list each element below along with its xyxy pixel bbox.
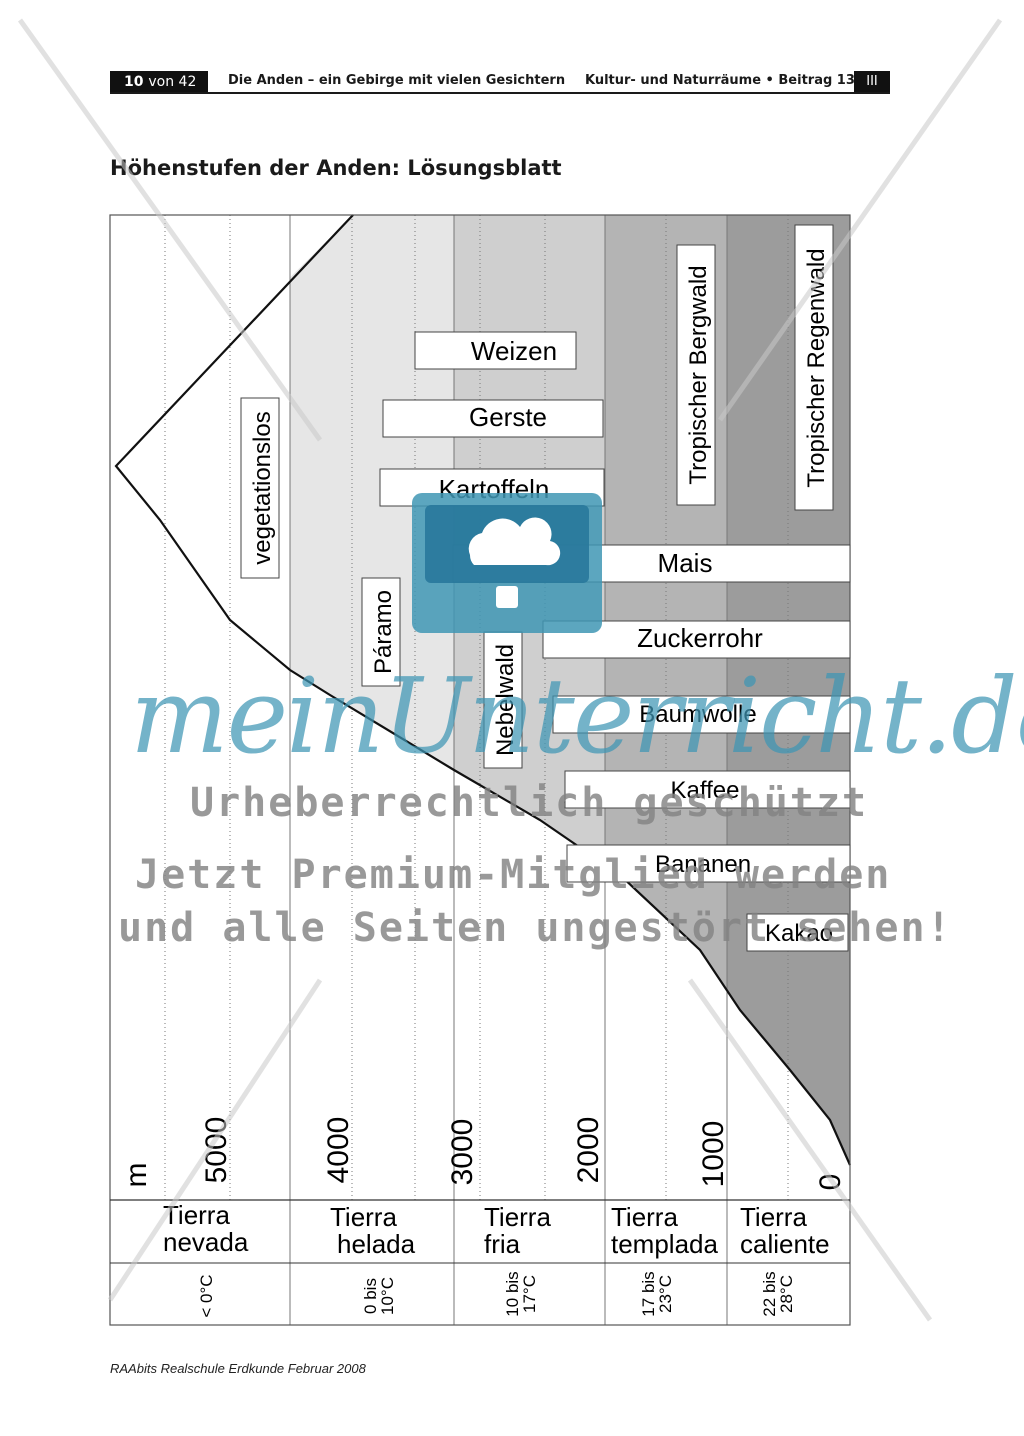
crop-bar-kaffee bbox=[564, 770, 851, 809]
crop-bar-bananen bbox=[566, 844, 851, 883]
temp-templada: 17 bis23°C bbox=[639, 1271, 675, 1316]
page-number-badge: 10 von 42 bbox=[110, 71, 208, 93]
zone-name-helada-l1: Tierra bbox=[330, 1202, 397, 1232]
zone-name-nevada-l2: nevada bbox=[163, 1227, 249, 1257]
mountain-profile-line bbox=[114, 214, 852, 1166]
label-box-paramo bbox=[361, 577, 401, 687]
temp-helada-l1: 0 bis bbox=[361, 1278, 380, 1314]
label-box-tropischer-bergwald bbox=[676, 244, 716, 506]
zone-name-fria-l2: fria bbox=[484, 1229, 521, 1259]
tick-4000: 4000 bbox=[322, 1117, 355, 1184]
temp-helada: 0 bis10°C bbox=[361, 1277, 397, 1315]
temp-templada-l2: 23°C bbox=[656, 1275, 675, 1313]
crop-bar-weizen bbox=[414, 331, 577, 370]
vegetation-vegetationslos: vegetationslos bbox=[249, 411, 276, 564]
temp-caliente-l1: 22 bis bbox=[760, 1271, 779, 1316]
zone-name-caliente-l2: caliente bbox=[740, 1229, 830, 1259]
tick-3000: 3000 bbox=[446, 1119, 479, 1186]
vegetation-nebelwald: Nebelwald bbox=[492, 644, 519, 756]
crop-bananen: Bananen bbox=[655, 851, 751, 878]
temp-templada-l1: 17 bis bbox=[639, 1271, 658, 1316]
temp-caliente: 22 bis28°C bbox=[760, 1271, 796, 1316]
temp-helada-l2: 10°C bbox=[378, 1277, 397, 1315]
crop-zuckerrohr: Zuckerrohr bbox=[637, 623, 763, 653]
axis-unit: m bbox=[120, 1163, 153, 1188]
footer-source: RAAbits Realschule Erdkunde Februar 2008 bbox=[110, 1361, 366, 1376]
temp-fria: 10 bis17°C bbox=[503, 1271, 539, 1316]
temp-fria-l2: 17°C bbox=[520, 1275, 539, 1313]
header-rule bbox=[110, 92, 890, 94]
label-box-tropischer-regenwald bbox=[794, 224, 834, 511]
zone-name-caliente-l1: Tierra bbox=[740, 1202, 807, 1232]
crop-bar-kakao bbox=[746, 913, 849, 952]
zone-name-templada-l2: templada bbox=[611, 1229, 718, 1259]
label-box-vegetationslos bbox=[240, 397, 280, 579]
briefcase-logo-icon bbox=[412, 493, 602, 633]
tick-2000: 2000 bbox=[572, 1117, 605, 1184]
temp-nevada: < 0°C bbox=[197, 1274, 216, 1317]
crop-mais: Mais bbox=[658, 548, 713, 578]
crop-baumwolle: Baumwolle bbox=[639, 701, 756, 728]
diagram-frame bbox=[109, 214, 851, 1326]
crop-kakao: Kakao bbox=[765, 920, 833, 947]
crop-kaffee: Kaffee bbox=[671, 777, 740, 804]
temp-fria-l1: 10 bis bbox=[503, 1271, 522, 1316]
crop-bar-baumwolle bbox=[552, 695, 851, 734]
crop-bar-gerste bbox=[382, 399, 604, 438]
page-count: von 42 bbox=[148, 74, 197, 90]
zone-name-helada-l2: helada bbox=[337, 1229, 416, 1259]
series-label: Kultur- und Naturräume • Beitrag 13 bbox=[585, 73, 855, 88]
page-title: Höhenstufen der Anden: Lösungsblatt bbox=[110, 156, 562, 180]
zone-name-fria-l1: Tierra bbox=[484, 1202, 551, 1232]
vegetation-tropischer-regenwald: Tropischer Regenwald bbox=[803, 248, 830, 487]
document-title: Die Anden – ein Gebirge mit vielen Gesic… bbox=[228, 73, 566, 88]
tick-5000: 5000 bbox=[200, 1117, 233, 1184]
vegetation-paramo: Páramo bbox=[370, 590, 397, 674]
zone-name-templada-l1: Tierra bbox=[611, 1202, 678, 1232]
vegetation-tropischer-bergwald: Tropischer Bergwald bbox=[685, 265, 712, 484]
tick-1000: 1000 bbox=[697, 1121, 730, 1188]
level-badge: III bbox=[854, 71, 890, 93]
sky-top-area bbox=[110, 215, 353, 456]
temp-nevada-l1: < 0°C bbox=[197, 1274, 216, 1317]
watermark-diagonals bbox=[17, 18, 1003, 1322]
label-box-nebelwald bbox=[483, 631, 523, 769]
temp-caliente-l2: 28°C bbox=[777, 1275, 796, 1313]
crop-weizen: Weizen bbox=[471, 336, 557, 366]
crop-gerste: Gerste bbox=[469, 402, 547, 432]
page-number: 10 bbox=[124, 74, 144, 90]
